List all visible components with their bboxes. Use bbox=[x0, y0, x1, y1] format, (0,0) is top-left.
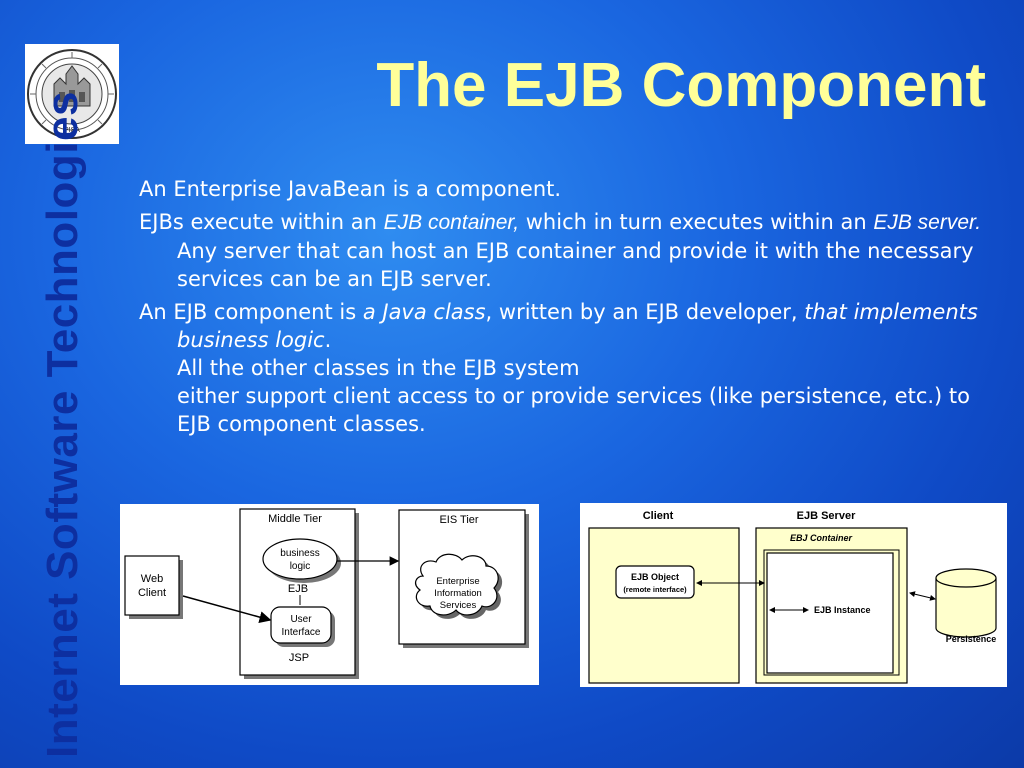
paragraph-1: An Enterprise JavaBean is a component. bbox=[139, 175, 999, 203]
p3-a: An EJB component is bbox=[139, 300, 363, 324]
paragraph-3: An EJB component is a Java class, writte… bbox=[139, 298, 999, 438]
remote-interface-label: (remote interface) bbox=[623, 585, 687, 594]
ejb-instance-label: EJB Instance bbox=[814, 605, 871, 615]
eis-services-label-2: Information bbox=[434, 588, 482, 599]
seal-caption: PISA bbox=[64, 127, 80, 134]
p3-line3: either support client access to or provi… bbox=[177, 384, 970, 436]
ejb-object-label: EJB Object bbox=[631, 572, 679, 582]
p3-e: . bbox=[324, 328, 332, 352]
web-client-box bbox=[124, 555, 180, 616]
ejb-server-label: EJB Server bbox=[797, 510, 856, 522]
tier-architecture-figure: Web Client Middle Tier business logic EJ… bbox=[120, 504, 539, 685]
client-to-ui-arrow bbox=[182, 595, 272, 623]
eis-services-label-3: Services bbox=[440, 600, 477, 611]
ejb-server-figure: Client EJB Server EBJ Container EJB Obje… bbox=[580, 503, 1007, 687]
p2-c: which in turn executes within an bbox=[519, 210, 874, 234]
jsp-label: JSP bbox=[289, 652, 309, 664]
university-seal-logo: PISA bbox=[25, 44, 119, 144]
slide-title: The EJB Component bbox=[376, 51, 986, 120]
paragraph-2: EJBs execute within an EJB container, wh… bbox=[139, 208, 999, 293]
p2-d: EJB server. bbox=[873, 211, 982, 234]
ejb-label: EJB bbox=[288, 583, 308, 595]
persistence-label: Persistence bbox=[946, 634, 997, 644]
p2-b: EJB container, bbox=[383, 211, 520, 234]
p3-line2: All the other classes in the EJB system bbox=[177, 356, 580, 380]
user-interface-box bbox=[270, 606, 332, 644]
body-text: An Enterprise JavaBean is a component. E… bbox=[139, 175, 999, 443]
business-logic-label-2: logic bbox=[290, 561, 311, 572]
p1-text: An Enterprise JavaBean is a component. bbox=[139, 177, 562, 201]
web-client-label-2: Client bbox=[138, 587, 166, 599]
business-logic-label-1: business bbox=[280, 548, 319, 559]
eis-cloud bbox=[414, 553, 499, 616]
ejb-instance-box bbox=[766, 552, 894, 674]
p3-c: , written by an EJB developer, bbox=[485, 300, 805, 324]
eis-tier-label: EIS Tier bbox=[439, 514, 478, 526]
p2-a: EJBs execute within an bbox=[139, 210, 384, 234]
client-box bbox=[588, 527, 740, 684]
middle-tier-label: Middle Tier bbox=[268, 513, 322, 525]
web-client-label-1: Web bbox=[141, 573, 163, 585]
side-title: Internet Software Technologies bbox=[38, 91, 87, 758]
seal-icon: PISA bbox=[27, 49, 117, 139]
business-logic-ellipse bbox=[262, 538, 338, 580]
p3-b: a Java class bbox=[362, 300, 486, 324]
ejb-container-label: EBJ Container bbox=[790, 533, 853, 543]
persistence-cylinder-icon bbox=[935, 568, 997, 638]
client-label: Client bbox=[643, 510, 674, 522]
p3-d: that implements business logic bbox=[177, 300, 978, 352]
user-interface-label-2: Interface bbox=[282, 627, 321, 638]
user-interface-label-1: User bbox=[290, 614, 312, 625]
middle-tier-box bbox=[239, 508, 356, 676]
ejb-object-box bbox=[615, 565, 695, 599]
server-to-persistence-arrow bbox=[909, 591, 936, 601]
p2-e: Any server that can host an EJB containe… bbox=[177, 239, 974, 291]
eis-services-label-1: Enterprise bbox=[436, 576, 479, 587]
